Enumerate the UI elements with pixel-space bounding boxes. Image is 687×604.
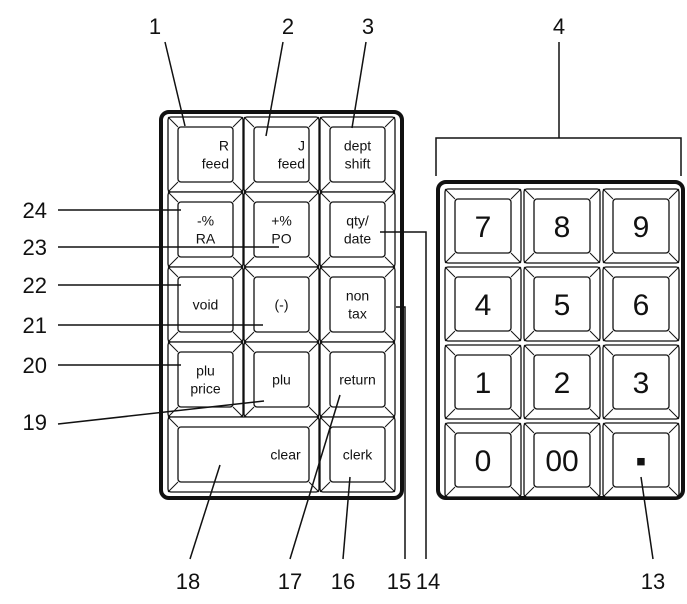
- key-label-clear: clear: [270, 447, 301, 463]
- numeric-key-11[interactable]: 00: [523, 422, 601, 498]
- key-label-minus-percent-ra: RA: [196, 231, 216, 247]
- key-label-plu-price: price: [190, 381, 221, 397]
- callout-label-19: 19: [23, 410, 47, 435]
- leader-line: [189, 464, 221, 560]
- key-label-plus-percent-po: PO: [271, 231, 291, 247]
- numeric-key-1[interactable]: 7: [444, 188, 522, 264]
- key-qty-date[interactable]: qty/date: [319, 191, 396, 268]
- numeric-key-label: 00: [545, 445, 578, 478]
- callout-label-17: 17: [278, 569, 302, 594]
- callout-label-13: 13: [641, 569, 665, 594]
- numeric-key-9[interactable]: 3: [602, 344, 680, 420]
- key-label-plu-price: plu: [196, 363, 215, 379]
- key-label-dept-shift: dept: [344, 138, 371, 154]
- numeric-key-label: 5: [554, 289, 571, 322]
- numeric-key-label: 2: [554, 367, 571, 400]
- leader-line: [640, 476, 654, 560]
- key-label-plus-percent-po: +%: [271, 213, 292, 229]
- callout-label-14: 14: [416, 569, 440, 594]
- leader-line: [57, 400, 265, 425]
- key-minus[interactable]: (-): [243, 266, 320, 343]
- key-dept-shift[interactable]: dept shift: [319, 116, 396, 193]
- key-label-plu: plu: [272, 372, 291, 388]
- key-label-clerk: clerk: [343, 447, 374, 463]
- numeric-key-2[interactable]: 8: [523, 188, 601, 264]
- numeric-keypad-frame: [436, 180, 685, 500]
- function-keypad-frame: [159, 110, 404, 500]
- callout-label-22: 22: [23, 273, 47, 298]
- callout-label-4: 4: [553, 14, 565, 39]
- numeric-key-7[interactable]: 1: [444, 344, 522, 420]
- numeric-key-label: 6: [633, 289, 650, 322]
- callout-label-2: 2: [282, 14, 294, 39]
- callout-label-24: 24: [23, 198, 47, 223]
- key-label-r-feed: R: [219, 138, 229, 154]
- callout-label-21: 21: [23, 313, 47, 338]
- numeric-key-12[interactable]: ▪: [602, 422, 680, 498]
- key-label-void: void: [193, 297, 219, 313]
- callout-label-15: 15: [387, 569, 411, 594]
- key-minus-percent-ra[interactable]: -% RA: [167, 191, 244, 268]
- key-void[interactable]: void: [167, 266, 244, 343]
- leader-line: [265, 41, 284, 137]
- numeric-key-5[interactable]: 5: [523, 266, 601, 342]
- key-return[interactable]: return: [319, 341, 396, 418]
- callout-label-18: 18: [176, 569, 200, 594]
- callout-label-23: 23: [23, 235, 47, 260]
- key-label-j-feed: J: [298, 138, 305, 154]
- key-label-non-tax: tax: [348, 306, 367, 322]
- key-non-tax[interactable]: non tax: [319, 266, 396, 343]
- leader-line: [380, 231, 427, 559]
- leader-line: [289, 394, 341, 560]
- numeric-key-label: 3: [633, 367, 650, 400]
- key-label-r-feed: feed: [202, 156, 229, 172]
- numeric-key-label: ▪: [636, 445, 647, 478]
- callout-label-20: 20: [23, 353, 47, 378]
- key-label-non-tax: non: [346, 288, 369, 304]
- numeric-key-6[interactable]: 6: [602, 266, 680, 342]
- numeric-keypad-bracket: [435, 137, 682, 176]
- key-plu-price[interactable]: plu price: [167, 341, 244, 418]
- numeric-key-4[interactable]: 4: [444, 266, 522, 342]
- callout-label-16: 16: [331, 569, 355, 594]
- callout-label-1: 1: [149, 14, 161, 39]
- numeric-key-label: 8: [554, 211, 571, 244]
- key-label-dept-shift: shift: [345, 156, 371, 172]
- numeric-key-10[interactable]: 0: [444, 422, 522, 498]
- numeric-key-label: 1: [475, 367, 492, 400]
- leader-line: [164, 41, 186, 127]
- numeric-key-label: 4: [475, 289, 492, 322]
- leader-line: [396, 306, 406, 559]
- key-label-minus-percent-ra: -%: [197, 213, 214, 229]
- key-plus-percent-po[interactable]: +% PO: [243, 191, 320, 268]
- key-label-qty-date: qty/: [346, 213, 369, 229]
- key-clerk[interactable]: clerk: [319, 416, 396, 493]
- numeric-key-label: 0: [475, 445, 492, 478]
- numeric-key-label: 7: [475, 211, 492, 244]
- numeric-key-8[interactable]: 2: [523, 344, 601, 420]
- key-plu[interactable]: plu: [243, 341, 320, 418]
- key-clear[interactable]: clear: [167, 416, 320, 493]
- key-label-minus: (-): [275, 297, 289, 313]
- numeric-key-3[interactable]: 9: [602, 188, 680, 264]
- key-label-return: return: [339, 372, 376, 388]
- key-label-qty-date: date: [344, 231, 371, 247]
- numeric-key-label: 9: [633, 211, 650, 244]
- leader-line: [342, 476, 351, 560]
- key-label-j-feed: feed: [278, 156, 305, 172]
- leader-line: [351, 41, 367, 129]
- callout-label-3: 3: [362, 14, 374, 39]
